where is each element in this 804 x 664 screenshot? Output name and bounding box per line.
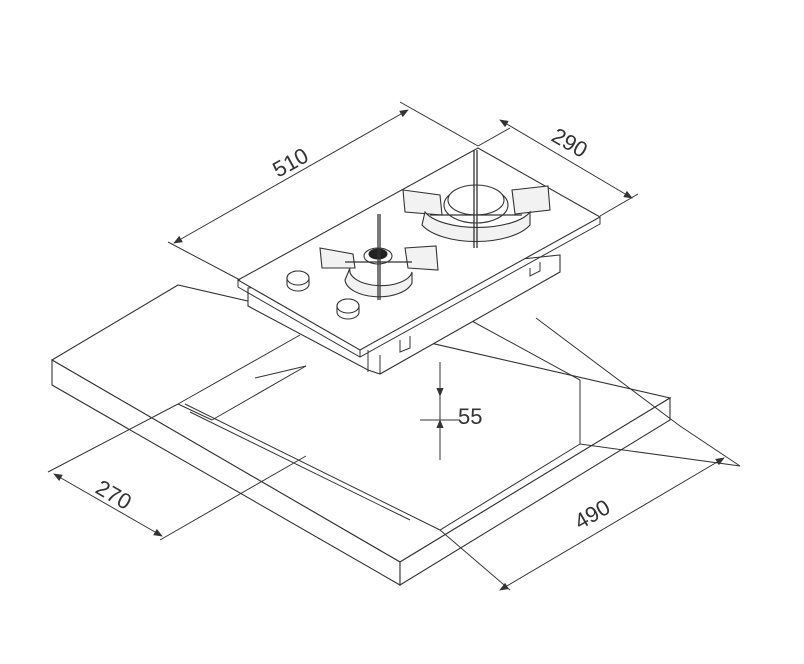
control-knob-icon: [336, 298, 360, 320]
dim-label-top-depth: 290: [548, 123, 592, 163]
control-knob-icon: [286, 270, 310, 292]
dim-label-built-in-height: 55: [458, 404, 482, 429]
gas-burner-icon: [319, 214, 439, 300]
dim-label-cutout-depth: 270: [92, 475, 136, 515]
gas-hob: [236, 147, 602, 375]
dimension-built-in-height: 55: [420, 362, 482, 460]
dim-label-cutout-width: 490: [570, 494, 614, 534]
dim-label-top-width: 510: [268, 143, 312, 183]
